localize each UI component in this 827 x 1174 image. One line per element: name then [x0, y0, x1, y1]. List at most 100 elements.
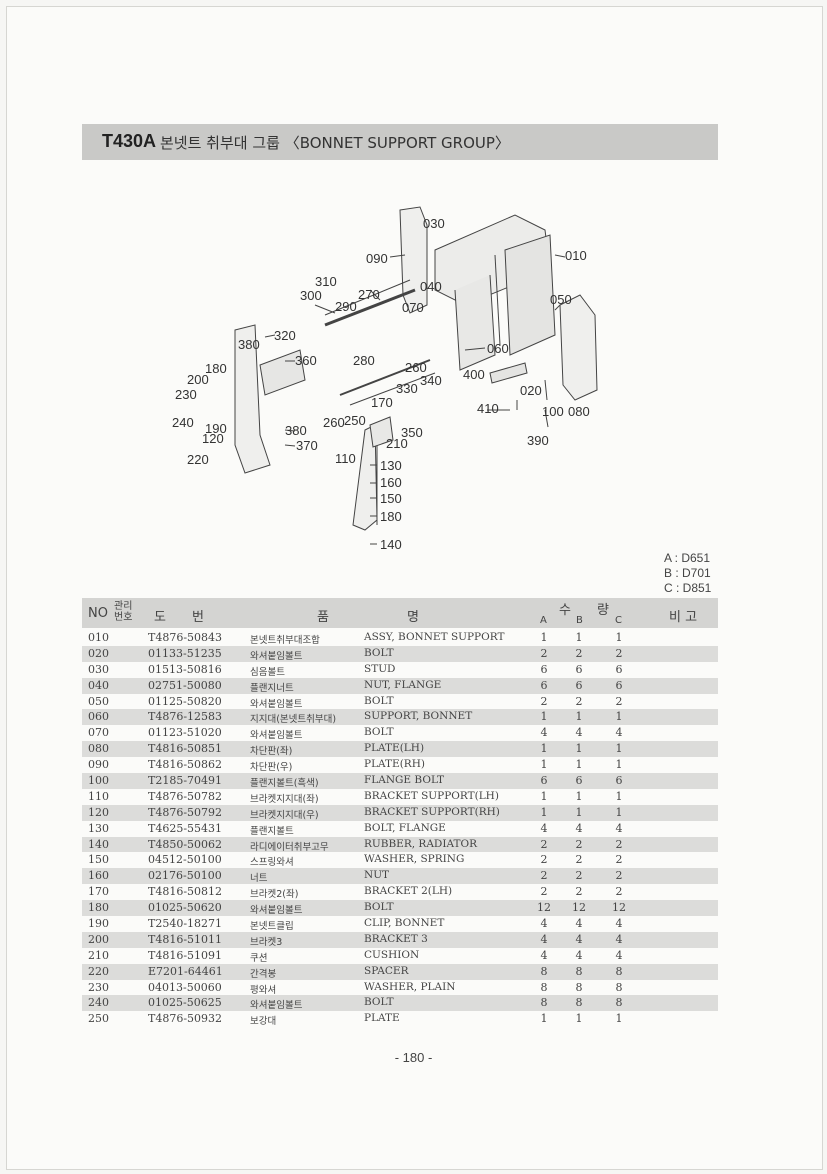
part-name-korean: 너트 [250, 873, 268, 885]
part-name-english: PLATE [364, 1012, 400, 1025]
diagram-label: 200 [187, 372, 209, 387]
qty-c: 1 [615, 1012, 623, 1026]
qty-a: 4 [540, 821, 548, 835]
diagram-label: 230 [175, 387, 197, 402]
qty-a: 2 [540, 885, 548, 899]
part-number: T4876-12583 [148, 710, 223, 724]
qty-c: 2 [615, 869, 623, 883]
part-ref-no: 200 [88, 932, 109, 946]
part-ref-no: 120 [88, 805, 109, 819]
part-name-korean: 와셔붙임볼트 [250, 730, 303, 742]
part-name-english: PLATE(RH) [364, 758, 425, 771]
qty-a: 2 [540, 694, 548, 708]
part-name-korean: 차단판(우) [250, 762, 293, 774]
diagram-label: 140 [380, 537, 402, 552]
legend-item: A : D651 [664, 551, 711, 565]
header-mgmt-line2: 번호 [114, 612, 133, 623]
part-name-english: CLIP, BONNET [364, 917, 445, 930]
diagram-label: 170 [371, 395, 393, 410]
part-name-korean: 와셔붙임볼트 [250, 698, 303, 710]
part-name-korean: 와셔붙임볼트 [250, 905, 303, 917]
qty-b: 1 [575, 758, 583, 772]
qty-b: 4 [575, 932, 583, 946]
qty-c: 4 [615, 948, 623, 962]
part-number: T4876-50782 [148, 789, 223, 803]
part-name-english: BOLT [364, 646, 394, 659]
qty-b: 4 [575, 948, 583, 962]
qty-a: 1 [540, 710, 548, 724]
diagram-label: 190 [205, 421, 227, 436]
part-ref-no: 050 [88, 694, 109, 708]
diagram-label: 040 [420, 279, 442, 294]
part-number: T4816-50812 [148, 885, 223, 899]
part-ref-no: 100 [88, 774, 109, 788]
part-ref-no: 230 [88, 980, 109, 994]
part-name-english: WASHER, SPRING [364, 853, 465, 866]
qty-b: 1 [575, 631, 583, 644]
qty-c: 1 [615, 631, 623, 644]
diagram-label: 220 [187, 452, 209, 467]
qty-a: 1 [540, 758, 548, 772]
part-number: 04013-50060 [148, 980, 222, 994]
legend-item: B : D701 [664, 566, 711, 580]
part-name-english: BOLT [364, 726, 394, 739]
part-number: T2185-70491 [148, 774, 223, 788]
part-name-english: BOLT [364, 901, 394, 914]
qty-a: 6 [540, 678, 548, 692]
part-name-english: NUT [364, 869, 390, 882]
qty-c: 4 [615, 932, 623, 946]
header-qty-a: A [540, 615, 547, 626]
part-name-korean: 플랜지볼트 [250, 825, 294, 837]
header-qty-c: C [615, 615, 622, 626]
diagram-label: 180 [380, 509, 402, 524]
diagram-label: 390 [527, 433, 549, 448]
qty-c: 1 [615, 710, 623, 724]
qty-a: 6 [540, 662, 548, 676]
diagram-label: 380 [285, 423, 307, 438]
diagram-label: 180 [205, 361, 227, 376]
diagram-label: 280 [353, 353, 375, 368]
diagram-label: 100 [542, 404, 564, 419]
diagram-label: 150 [380, 491, 402, 506]
diagram-label: 360 [295, 353, 317, 368]
diagram-label: 320 [274, 328, 296, 343]
part-number: T4816-51011 [148, 932, 223, 946]
qty-a: 4 [540, 917, 548, 931]
diagram-label: 380 [238, 337, 260, 352]
part-number: T4816-51091 [148, 948, 223, 962]
part-name-english: SUPPORT, BONNET [364, 710, 473, 723]
part-name-korean: 차단판(좌) [250, 746, 293, 758]
diagram-label: 030 [423, 216, 445, 231]
part-number: T4816-50862 [148, 758, 223, 772]
part-name-korean: 브라켓지지대(좌) [250, 793, 319, 805]
qty-a: 1 [540, 742, 548, 756]
qty-c: 2 [615, 885, 623, 899]
part-name-korean: 플랜지너트 [250, 682, 294, 694]
part-number: 01025-50625 [148, 996, 222, 1010]
part-ref-no: 110 [88, 789, 109, 803]
part-name-korean: 와셔붙임볼트 [250, 1000, 303, 1012]
qty-b: 1 [575, 789, 583, 803]
qty-a: 8 [540, 996, 548, 1010]
part-number: 01123-51020 [148, 726, 222, 740]
part-name-korean: 심음볼트 [250, 666, 285, 678]
part-name-korean: 평와셔 [250, 984, 277, 996]
part-name-english: STUD [364, 662, 396, 675]
part-name-korean: 본넷트클립 [250, 921, 294, 933]
diagram-label: 120 [202, 431, 224, 446]
part-number: E7201-64461 [148, 964, 223, 978]
diagram-label: 240 [172, 415, 194, 430]
qty-a: 6 [540, 774, 548, 788]
diagram-label: 130 [380, 458, 402, 473]
qty-c: 2 [615, 837, 623, 851]
qty-b: 8 [575, 980, 583, 994]
